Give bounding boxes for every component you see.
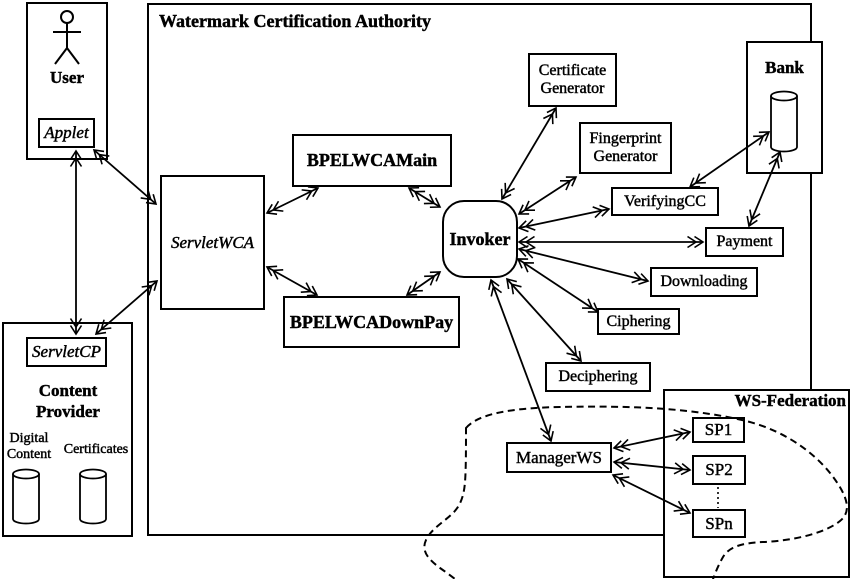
certificate-generator-box: Certificate Generator bbox=[528, 53, 617, 107]
downloading-box: Downloading bbox=[650, 267, 758, 297]
bpelwcamain-box: BPELWCAMain bbox=[292, 134, 452, 187]
bpelwcadownpay-box: BPELWCADownPay bbox=[283, 296, 460, 348]
bank-label: Bank bbox=[765, 58, 804, 77]
servletcp-box: ServletCP bbox=[26, 337, 107, 367]
payment-box: Payment bbox=[705, 227, 784, 257]
content-provider-label: Content Provider bbox=[36, 381, 100, 422]
ws-federation-label: WS-Federation bbox=[734, 391, 846, 410]
user-label: User bbox=[50, 68, 84, 87]
fingerprint-generator-box: Fingerprint Generator bbox=[579, 122, 672, 174]
deciphering-box: Deciphering bbox=[545, 362, 651, 392]
applet-box: Applet bbox=[38, 118, 95, 148]
sp2-box: SP2 bbox=[692, 455, 746, 485]
ciphering-box: Ciphering bbox=[597, 308, 680, 335]
invoker-node: Invoker bbox=[442, 200, 518, 278]
certificates-label: Certificates bbox=[63, 442, 129, 457]
spn-box: SPn bbox=[692, 509, 746, 538]
servletwca-box: ServletWCA bbox=[160, 175, 265, 310]
sp1-box: SP1 bbox=[692, 417, 745, 443]
wca-title: Watermark Certification Authority bbox=[159, 11, 431, 31]
digital-content-label: Digital Content bbox=[6, 431, 52, 463]
verifyingcc-box: VerifyingCC bbox=[611, 187, 719, 216]
managerws-box: ManagerWS bbox=[506, 442, 612, 473]
